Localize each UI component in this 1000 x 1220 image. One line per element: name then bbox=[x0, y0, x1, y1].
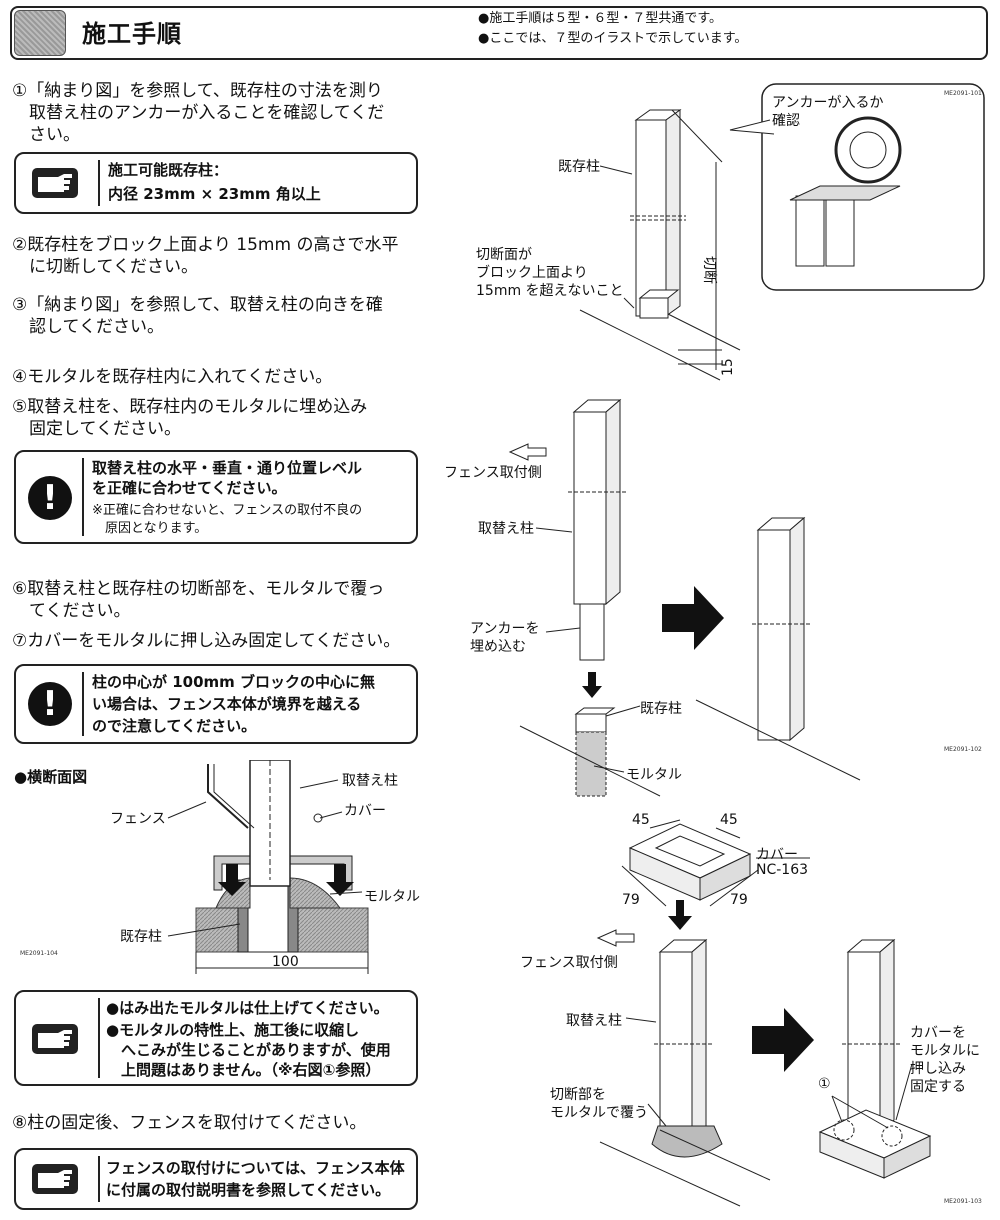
page-title: 施工手順 bbox=[82, 20, 182, 48]
step-8: ⑧柱の固定後、フェンスを取付けてください。 bbox=[12, 1113, 367, 1133]
pointing-hand-icon bbox=[32, 1024, 78, 1054]
label-cover: カバー bbox=[756, 847, 798, 863]
step-3: ③「納まり図」を参照して、取替え柱の向きを確 認してください。 bbox=[12, 295, 383, 337]
label-replacement-post: 取替え柱 bbox=[566, 1013, 622, 1029]
label-mortar: モルタル bbox=[626, 767, 682, 783]
label-existing-post: 既存柱 bbox=[120, 929, 162, 945]
header-marker-icon bbox=[14, 10, 66, 56]
note-box-3: フェンスの取付けについては、フェンス本体 に付属の取付説明書を参照してください。 bbox=[14, 1148, 418, 1210]
label-fence-side: フェンス取付側 bbox=[520, 955, 618, 971]
figure-code: ME2091-101 bbox=[944, 90, 982, 97]
label-cover-code: NC-163 bbox=[756, 862, 809, 878]
step-7: ⑦カバーをモルタルに押し込み固定してください。 bbox=[12, 631, 401, 651]
header-note-2: ●ここでは、７型のイラストで示しています。 bbox=[478, 31, 748, 46]
label-width: 100 bbox=[272, 954, 299, 970]
label-dim-15: 15 bbox=[720, 358, 736, 376]
label-replacement-post: 取替え柱 bbox=[478, 521, 534, 537]
note-1-line-1: 施工可能既存柱： bbox=[108, 161, 229, 179]
warning-box-1: ! 取替え柱の水平・垂直・通り位置レベル を正確に合わせてください。 ※正確に合… bbox=[14, 450, 418, 544]
label-anchor: アンカーを埋め込む bbox=[470, 621, 540, 655]
figure-3-diagram bbox=[596, 819, 932, 1207]
exclamation-icon: ! bbox=[28, 476, 72, 520]
label-existing-post: 既存柱 bbox=[558, 159, 600, 175]
label-cut: 切断 bbox=[701, 256, 717, 284]
figure-code: ME2091-102 bbox=[944, 746, 982, 753]
header-note-1: ●施工手順は５型・６型・７型共通です。 bbox=[478, 11, 723, 26]
section-header bbox=[10, 6, 988, 60]
dim-45-left: 45 bbox=[632, 812, 650, 828]
figure-code: ME2091-103 bbox=[944, 1198, 982, 1205]
step-6: ⑥取替え柱と既存柱の切断部を、モルタルで覆っ てください。 bbox=[12, 579, 385, 621]
label-existing-post: 既存柱 bbox=[640, 701, 682, 717]
label-mortar: モルタル bbox=[364, 889, 420, 905]
pointing-hand-icon bbox=[32, 168, 78, 198]
label-press-fix: カバーをモルタルに 押し込み固定する bbox=[910, 1025, 980, 1095]
pointing-hand-icon bbox=[32, 1164, 78, 1194]
note-1-line-2: 内径 23mm × 23mm 角以上 bbox=[108, 185, 321, 203]
note-box-1: 施工可能既存柱： 内径 23mm × 23mm 角以上 bbox=[14, 152, 418, 214]
dim-79-left: 79 bbox=[622, 892, 640, 908]
section-title: ●横断面図 bbox=[14, 768, 88, 786]
note-box-2: ●はみ出たモルタルは仕上げてください。 ●モルタルの特性上、施工後に収縮し へこ… bbox=[14, 990, 418, 1086]
label-fence-side: フェンス取付側 bbox=[444, 465, 542, 481]
figure-code: ME2091-104 bbox=[20, 950, 58, 957]
dim-45-right: 45 bbox=[720, 812, 738, 828]
step-1: ①「納まり図」を参照して、既存柱の寸法を測り 取替え柱のアンカーが入ることを確認… bbox=[12, 81, 385, 145]
label-replacement-post: 取替え柱 bbox=[342, 773, 398, 789]
step-5: ⑤取替え柱を、既存柱内のモルタルに埋め込み 固定してください。 bbox=[12, 397, 368, 439]
exclamation-icon: ! bbox=[28, 682, 72, 726]
warning-box-2: ! 柱の中心が 100mm ブロックの中心に無 い場合は、フェンス本体が境界を越… bbox=[14, 664, 418, 744]
label-fence: フェンス bbox=[110, 811, 166, 827]
step-2: ②既存柱をブロック上面より 15mm の高さで水平 に切断してください。 bbox=[12, 235, 399, 277]
dim-79-right: 79 bbox=[730, 892, 748, 908]
label-cover-cut: 切断部をモルタルで覆う bbox=[550, 1087, 648, 1121]
marker-1: ① bbox=[818, 1076, 831, 1092]
figure-1-diagram bbox=[579, 83, 985, 381]
label-cover: カバー bbox=[344, 803, 386, 819]
cross-section-diagram bbox=[167, 760, 369, 974]
figure-2-diagram bbox=[508, 398, 861, 797]
step-4: ④モルタルを既存柱内に入れてください。 bbox=[12, 367, 333, 387]
